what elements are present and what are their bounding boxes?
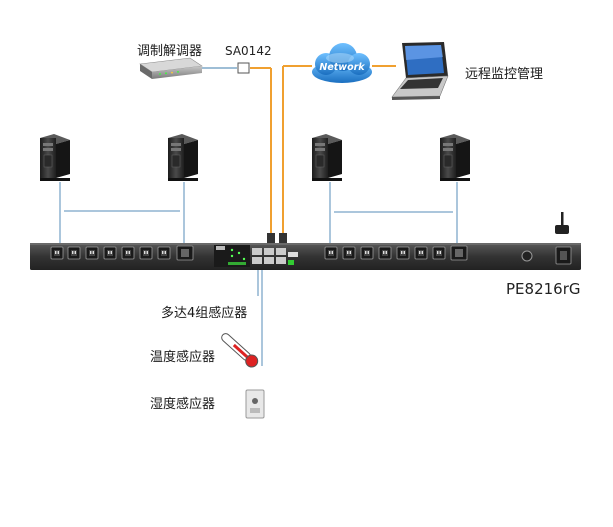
adapter-icon (237, 62, 250, 74)
outlet-icon (103, 246, 117, 260)
outlet-icon (378, 246, 392, 260)
adapter-label: SA0142 (225, 44, 272, 58)
modem-icon (139, 57, 203, 79)
outlet-icon (396, 246, 410, 260)
server-icon (439, 133, 471, 182)
outlet-icon (360, 246, 374, 260)
network-label: Network (319, 62, 365, 73)
laptop-icon (391, 42, 449, 100)
thermometer-icon (221, 333, 259, 368)
humidity-sensor-icon (245, 389, 265, 419)
outlet-icon (121, 246, 135, 260)
outlet-icon (342, 246, 356, 260)
port-block (252, 248, 262, 255)
temperature-sensor-label: 温度感应器 (150, 349, 215, 365)
server-icon (167, 133, 199, 182)
outlet-icon (414, 246, 428, 260)
power-switch-icon (521, 250, 533, 262)
server-icon (311, 133, 343, 182)
server-icon (39, 133, 71, 182)
pdu-model-label: PE8216rG (506, 280, 581, 298)
outlet-icon (157, 246, 171, 260)
cloud-icon (312, 43, 372, 83)
outlet-icon (432, 246, 446, 260)
outlet-icon (139, 246, 153, 260)
outlet-icon (67, 246, 81, 260)
humidity-sensor-label: 湿度感应器 (150, 396, 215, 412)
network-plug-icon (267, 233, 275, 243)
pdu-icon (30, 243, 581, 270)
outlet-icon (85, 246, 99, 260)
sensor-count-label: 多达4组感应器 (161, 305, 247, 321)
outlet-icon (50, 246, 64, 260)
antenna-icon (555, 212, 569, 234)
remote-management-label: 远程监控管理 (465, 67, 543, 82)
modem-label: 调制解调器 (137, 44, 202, 59)
outlet-icon (324, 246, 338, 260)
